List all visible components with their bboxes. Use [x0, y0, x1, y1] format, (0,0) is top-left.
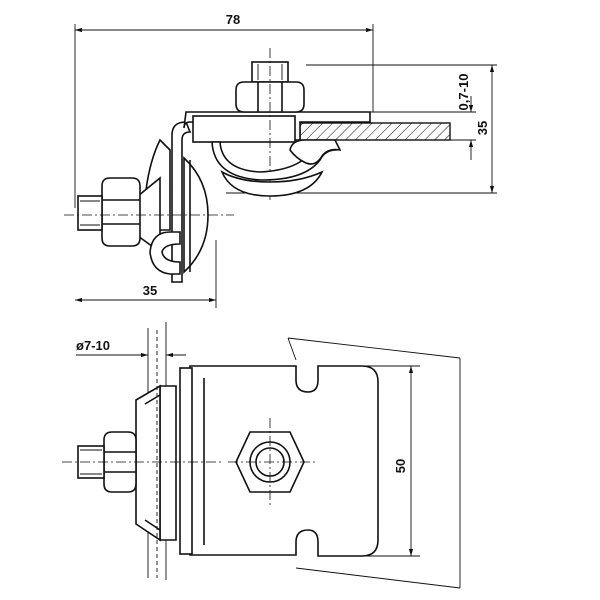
dome-washer-side	[135, 384, 161, 542]
washer-edge	[144, 394, 161, 405]
dimension-label-clamp-range: 0,7-10	[456, 74, 471, 111]
plate-break-line-bottom	[295, 567, 461, 589]
bolt-thread-left	[77, 195, 103, 231]
dimension-label-78: 78	[226, 12, 240, 27]
dimension-label-35-vertical: 35	[475, 121, 490, 135]
bracket-plate-edge	[179, 367, 193, 555]
dimension-label-hole-diameter: ø7-10	[76, 338, 110, 353]
dimension-label-50: 50	[393, 459, 408, 473]
plate-break-line-top	[287, 337, 461, 359]
plate-edge-left-top	[287, 337, 297, 361]
side-view: 78 0,7-10 35	[64, 12, 497, 308]
washer-edge	[144, 519, 161, 531]
front-view: ø7-10 50	[62, 322, 461, 589]
dimension-label-35-horizontal: 35	[143, 283, 157, 298]
hex-nut-left	[101, 177, 141, 247]
dome-washer-top	[220, 170, 324, 197]
hook-clamp-tip	[289, 139, 342, 165]
hatched-plate	[299, 122, 451, 141]
washer-side	[159, 385, 177, 541]
hook-clamp-left	[149, 231, 181, 275]
clamp-block	[192, 115, 296, 143]
